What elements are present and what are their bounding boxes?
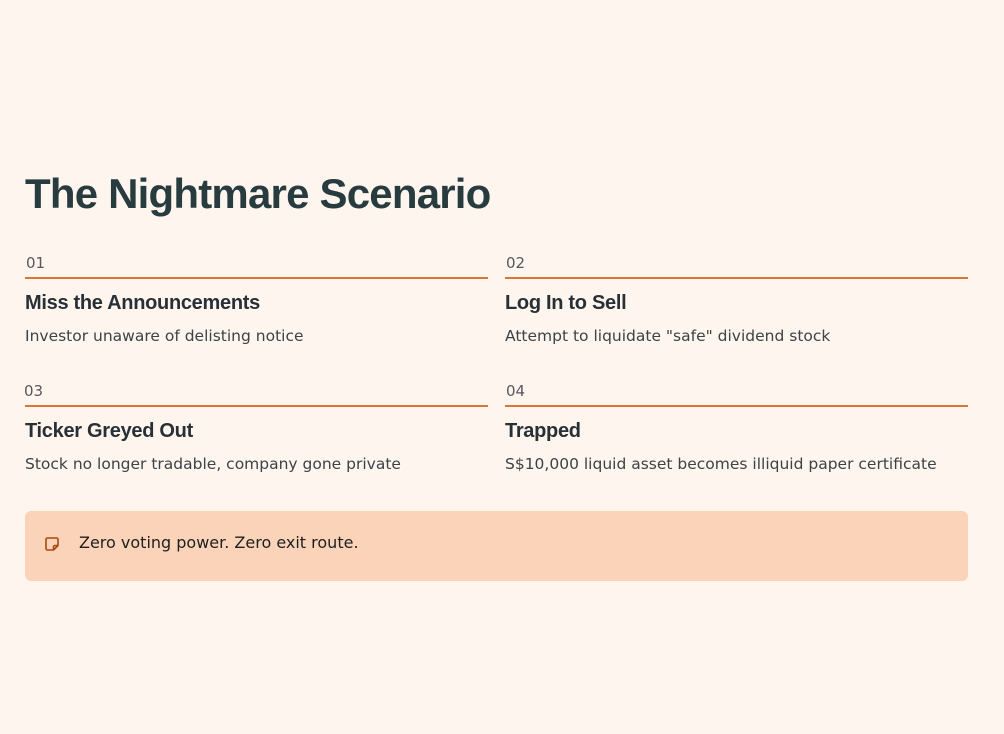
step-divider <box>25 405 488 407</box>
step-description: Stock no longer tradable, company gone p… <box>25 455 401 473</box>
step-description: Investor unaware of delisting notice <box>25 327 304 345</box>
step-divider <box>505 405 968 407</box>
step-description: S$10,000 liquid asset becomes illiquid p… <box>505 455 937 473</box>
step-description: Attempt to liquidate "safe" dividend sto… <box>505 327 831 345</box>
step-title: Miss the Announcements <box>25 292 260 314</box>
step-number: 04 <box>506 382 526 400</box>
note-icon <box>44 536 60 552</box>
step-card: 03 Ticker Greyed Out Stock no longer tra… <box>24 381 488 474</box>
step-title: Log In to Sell <box>505 292 627 314</box>
step-divider <box>25 277 488 279</box>
step-number: 02 <box>506 254 526 272</box>
step-card: 01 Miss the Announcements Investor unawa… <box>25 253 488 346</box>
step-card: 04 Trapped S$10,000 liquid asset becomes… <box>505 381 968 474</box>
callout-text: Zero voting power. Zero exit route. <box>79 533 359 552</box>
step-title: Trapped <box>505 420 581 442</box>
step-card: 02 Log In to Sell Attempt to liquidate "… <box>505 253 968 346</box>
step-divider <box>505 277 968 279</box>
step-number: 03 <box>24 382 44 400</box>
callout-box: Zero voting power. Zero exit route. <box>25 511 968 581</box>
step-number: 01 <box>26 254 46 272</box>
page-title: The Nightmare Scenario <box>25 170 491 217</box>
step-title: Ticker Greyed Out <box>25 420 193 442</box>
